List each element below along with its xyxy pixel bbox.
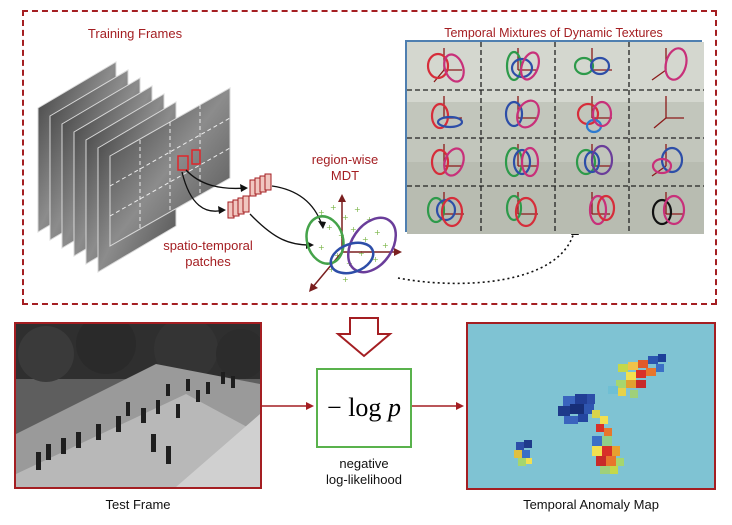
svg-text:+: + — [358, 249, 365, 258]
patch-highlight-2 — [191, 149, 201, 165]
mdt-label: MDT — [330, 168, 360, 183]
dotted-arrow-to-grid — [397, 231, 575, 285]
patch-cube-2 — [227, 195, 250, 219]
neg-log-p-formula: − log p — [327, 393, 401, 422]
arrow-cube-2 — [249, 213, 311, 246]
negative-label: negative — [339, 456, 389, 471]
temporal-mixtures-label: Temporal Mixtures of Dynamic Textures — [444, 26, 663, 40]
test-frame-image — [14, 322, 262, 489]
neg-log-p-box: − log p — [316, 368, 412, 448]
svg-text:+: + — [366, 215, 373, 224]
svg-text:+: + — [326, 223, 333, 232]
mixtures-grid — [405, 40, 704, 234]
svg-text:+: + — [318, 243, 325, 252]
anomaly-map-label: Temporal Anomaly Map — [523, 497, 659, 512]
mdt-illustration: +++ +++ +++ +++ +++ +++ — [305, 194, 402, 292]
patches-label-line2: patches — [185, 254, 231, 269]
region-wise-label: region-wise — [311, 152, 379, 167]
svg-text:+: + — [362, 235, 369, 244]
svg-text:+: + — [354, 205, 361, 214]
svg-text:+: + — [318, 208, 325, 217]
patch-cube-1 — [249, 173, 272, 197]
svg-text:+: + — [350, 225, 357, 234]
svg-text:+: + — [382, 241, 389, 250]
anomaly-map-image — [466, 322, 716, 490]
patch-highlight-1 — [177, 155, 189, 171]
svg-text:+: + — [334, 251, 341, 260]
svg-text:+: + — [374, 228, 381, 237]
formula-variable-p: p — [387, 393, 401, 422]
svg-text:+: + — [372, 255, 379, 264]
svg-text:+: + — [342, 213, 349, 222]
svg-text:+: + — [328, 265, 335, 274]
log-likelihood-label: log-likelihood — [326, 472, 402, 487]
down-arrow — [335, 317, 393, 358]
test-frame-label: Test Frame — [105, 497, 171, 512]
svg-text:+: + — [342, 275, 349, 284]
training-stage-frame — [22, 10, 717, 305]
svg-text:+: + — [330, 203, 337, 212]
frame-stack-group — [37, 61, 231, 273]
training-frames-label: Training Frames — [87, 26, 183, 41]
arrow-cube-1 — [271, 185, 323, 226]
arrow-patch-1 — [185, 169, 247, 190]
patches-label-line1: spatio-temporal — [163, 238, 253, 253]
